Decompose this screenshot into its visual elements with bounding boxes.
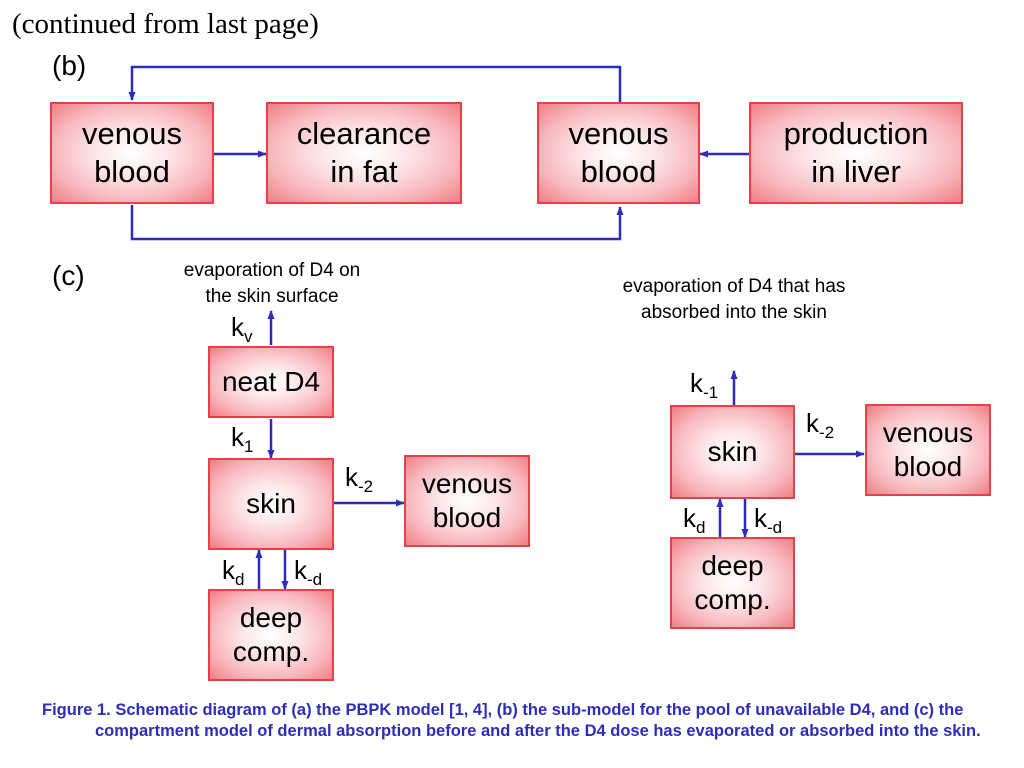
c-left-skin: skin [208, 458, 334, 550]
c-left-deep-comp: deep comp. [208, 589, 334, 681]
note-evaporation-absorbed: evaporation of D4 that has absorbed into… [622, 276, 846, 324]
rate-left-k-2: k-2 [345, 462, 374, 496]
b-production-in-liver: production in liver [749, 102, 963, 204]
section-c-label: (c) [52, 260, 85, 291]
arrow-b-bottom-loop [130, 205, 624, 241]
c-right-skin: skin [670, 405, 795, 499]
rate-right-kd: kd [683, 503, 706, 537]
b-venous-blood-left: venous blood [50, 102, 214, 204]
figure-caption: Figure 1. Schematic diagram of (a) the P… [42, 701, 981, 740]
rate-left-k-d: k-d [294, 555, 323, 589]
c-left-neat-d4: neat D4 [208, 346, 334, 418]
rate-left-kd: kd [222, 555, 245, 589]
rate-k1: k1 [231, 422, 254, 456]
rate-right-k-2: k-2 [806, 408, 835, 442]
c-right-deep-comp: deep comp. [670, 537, 795, 629]
rate-k-1: k-1 [690, 368, 719, 402]
continued-note: (continued from last page) [12, 8, 319, 40]
b-venous-blood-right: venous blood [537, 102, 700, 204]
rate-kv: kv [231, 312, 253, 346]
arrow-b-top-loop [128, 65, 622, 102]
c-right-venous-blood: venous blood [865, 404, 991, 496]
rate-right-k-d: k-d [754, 503, 783, 537]
note-evaporation-surface: evaporation of D4 on the skin surface [183, 260, 361, 308]
section-b-label: (b) [52, 50, 87, 81]
c-left-venous-blood: venous blood [404, 455, 530, 547]
b-clearance-in-fat: clearance in fat [266, 102, 462, 204]
